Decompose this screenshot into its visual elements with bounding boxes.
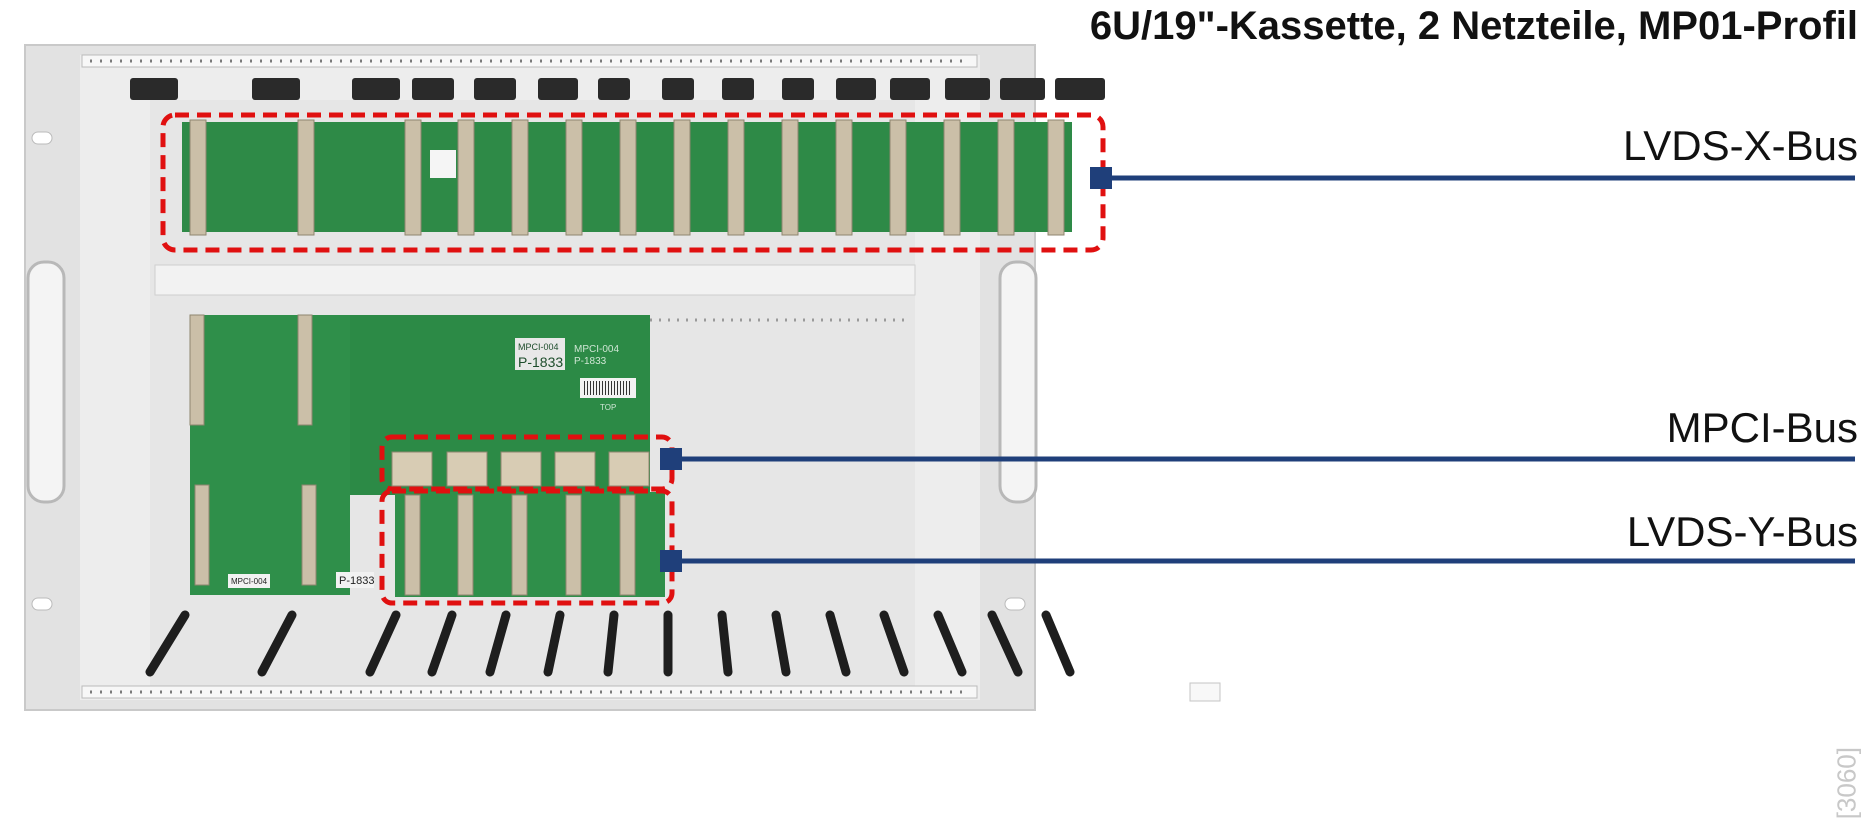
bottom-card-guides [145, 610, 1075, 677]
lvds-y-connectors [404, 494, 636, 596]
handle-right [998, 260, 1038, 504]
mount-hole [1004, 597, 1026, 611]
lower-backplane [190, 315, 350, 595]
middle-rail [154, 264, 916, 296]
bottom-part-text: P-1833 [339, 575, 374, 587]
mpci-callout-marker [660, 448, 682, 470]
top-rail [81, 54, 978, 68]
bottom-part-label [336, 572, 374, 588]
board-model-small: MPCI-004 [574, 344, 619, 355]
bottom-model-label [228, 574, 270, 588]
mount-hole [31, 597, 53, 611]
lvds-y-highlight [379, 488, 675, 606]
figure-title: 6U/19"-Kassette, 2 Netzteile, MP01-Profi… [1089, 4, 1858, 48]
lvds-y-bus-label: LVDS-Y-Bus [1626, 508, 1858, 555]
lvds-x-connectors [189, 119, 1065, 236]
reference-number: [3060] [1831, 747, 1861, 819]
serial-sticker [1189, 682, 1221, 702]
board-model-text: MPCI-004 [518, 342, 559, 352]
bottom-model-text: MPCI-004 [231, 577, 268, 586]
rack-photo: MPCI-004 P-1833 MPCI-004 P-1833 TOP MPCI… [24, 44, 1855, 711]
lvds-x-callout-marker [1090, 167, 1112, 189]
board-part-small: P-1833 [574, 356, 607, 367]
handle-left [26, 260, 66, 504]
lower-left-connectors [189, 314, 317, 586]
lvds-x-bus-label: LVDS-X-Bus [1623, 122, 1858, 169]
top-card-guides [130, 78, 1105, 100]
bottom-rail [81, 685, 978, 699]
board-top-text: TOP [600, 403, 616, 412]
mount-hole [31, 131, 53, 145]
lvds-y-callout-marker [660, 550, 682, 572]
board-part-text: P-1833 [518, 354, 563, 370]
mpci-bus-label: MPCI-Bus [1666, 404, 1858, 451]
mpci-connectors [391, 451, 650, 487]
barcode-label [430, 150, 456, 178]
board-label-box [515, 338, 565, 370]
